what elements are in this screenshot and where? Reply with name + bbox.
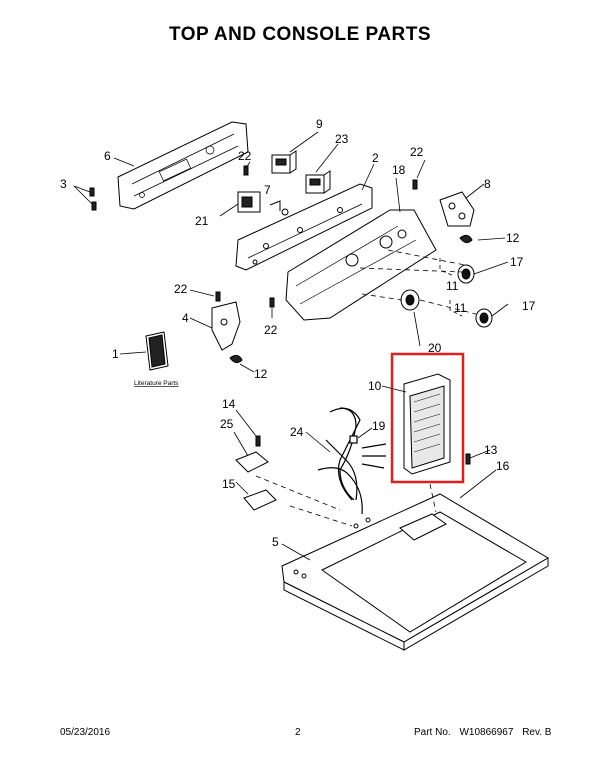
callout-22-bottom: 22 (264, 323, 278, 337)
bracket-part-21 (237, 191, 289, 216)
callout-5: 5 (272, 535, 279, 549)
switch-part-23 (305, 170, 331, 194)
callout-25: 25 (220, 417, 234, 431)
console-front-part-18 (285, 209, 437, 321)
callout-22-left: 22 (174, 282, 188, 296)
callout-7: 7 (264, 183, 271, 197)
callout-12-lower: 12 (254, 367, 268, 381)
callout-8: 8 (484, 177, 491, 191)
footer-date: 05/23/2016 (60, 727, 111, 738)
knob-part-20 (400, 289, 420, 311)
callout-4: 4 (182, 311, 189, 325)
highlight-box (390, 352, 465, 484)
callout-18: 18 (392, 163, 406, 177)
end-cap-part-8 (439, 191, 475, 227)
callout-16: 16 (496, 459, 510, 473)
callout-14: 14 (222, 397, 236, 411)
callout-19: 19 (372, 419, 386, 433)
callout-17-upper: 17 (510, 255, 524, 269)
callout-1: 1 (112, 347, 119, 361)
callout-13: 13 (484, 443, 498, 457)
console-frame-part-2 (235, 183, 373, 271)
callout-21: 21 (195, 214, 209, 228)
callout-9: 9 (316, 117, 323, 131)
literature-part-1 (145, 331, 169, 371)
callout-3: 3 (60, 177, 67, 191)
revision: Rev. B (522, 727, 552, 738)
screws (89, 165, 471, 465)
callout-23: 23 (335, 132, 349, 146)
literature-parts-label: Literature Parts (134, 380, 179, 387)
lint-screen-part-10 (403, 373, 451, 475)
console-panel-part-6 (117, 121, 249, 210)
callout-2: 2 (372, 151, 379, 165)
callout-11-lower: 11 (454, 301, 467, 315)
switch-part-9 (271, 150, 297, 174)
callout-24: 24 (290, 425, 304, 439)
footer-page-number: 2 (295, 727, 301, 738)
knob-part-17-lower (475, 308, 493, 328)
top-panel-part-16 (281, 493, 549, 651)
callout-11-upper: 11 (446, 279, 459, 293)
callout-10: 10 (368, 379, 382, 393)
knob-part-17-upper (457, 264, 475, 284)
callout-22-top: 22 (238, 149, 252, 163)
end-cap-part-4 (211, 301, 241, 351)
callout-17-lower: 17 (522, 299, 536, 313)
callout-20: 20 (428, 341, 442, 355)
callout-12-upper: 12 (506, 231, 520, 245)
wire-harness-part-24 (317, 407, 387, 515)
page-title: TOP AND CONSOLE PARTS (168, 24, 432, 45)
callout-15: 15 (222, 477, 236, 491)
callout-6: 6 (104, 149, 111, 163)
part-no-label: Part No. (414, 727, 451, 738)
callout-22-right: 22 (410, 145, 424, 159)
footer-part-info: Part No. W10866967 Rev. B (414, 727, 557, 738)
part-no-value: W10866967 (459, 727, 514, 738)
